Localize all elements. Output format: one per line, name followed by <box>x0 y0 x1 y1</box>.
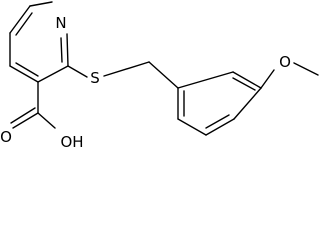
bond-c-o-double-b <box>10 107 36 124</box>
carbonyl-oxygen-label: O <box>0 128 12 146</box>
bond-b3-b4 <box>205 118 235 136</box>
bond-c-oh <box>37 112 56 129</box>
carboxylic-acid <box>10 81 56 129</box>
benzene-ring <box>177 71 262 136</box>
sulfur-label: S <box>90 69 100 87</box>
bond-n1-c6 <box>29 1 53 7</box>
bond-b4-b5 <box>233 87 262 120</box>
bond-b6-b1 <box>177 71 234 89</box>
bond-c6-c5-inner <box>15 12 33 36</box>
methoxy-oxygen-label: O <box>279 53 291 71</box>
bond-c3-c2 <box>37 65 69 83</box>
bond-c6-c5 <box>9 5 31 34</box>
bond-c4-c3 <box>9 65 39 83</box>
bond-o-ch3 <box>293 62 319 76</box>
bond-s-ch2 <box>103 61 150 77</box>
bond-c2-n1-inner <box>60 37 63 63</box>
methoxy-group <box>260 62 319 89</box>
bond-c4-c3-inner <box>15 62 39 77</box>
bond-ring-o <box>260 69 275 89</box>
bond-b3-b4-inner <box>205 114 230 129</box>
nitrogen-label: N <box>55 14 66 32</box>
bond-b5-b6 <box>232 71 262 89</box>
bond-ch2-ring <box>148 61 179 89</box>
bond-c-o-double-a <box>12 112 39 129</box>
hydroxyl-label: OH <box>60 133 83 151</box>
bond-c2-n1 <box>66 33 69 67</box>
bond-b5-b6-inner <box>232 77 256 91</box>
structure-canvas: N S O OH O <box>0 1 319 151</box>
pyridine-ring <box>9 1 69 83</box>
thioether-linker <box>67 61 179 89</box>
chemical-structure: N S O OH O <box>0 1 319 151</box>
bond-c2-s <box>67 65 88 78</box>
bond-b2-b3 <box>177 118 207 136</box>
